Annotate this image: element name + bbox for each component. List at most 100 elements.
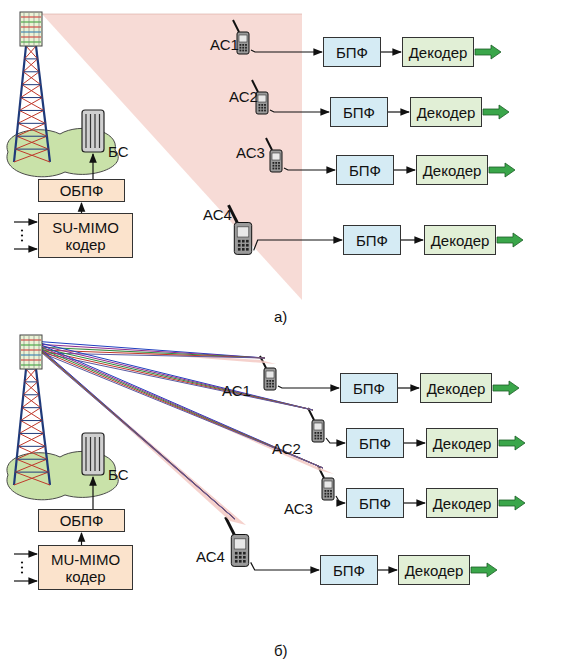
antenna-column — [29, 336, 30, 368]
connector-arrow — [394, 169, 415, 170]
antenna-column — [34, 13, 35, 45]
tower-rung — [17, 136, 47, 137]
ellipsis-dot — [21, 561, 23, 563]
box-text: SU-MIMO кодер — [39, 219, 132, 253]
terminal-label: АС2 — [272, 440, 301, 457]
tower-rung — [19, 110, 43, 111]
output-arrow — [475, 45, 501, 59]
encoder-box: MU-MIMO кодер — [38, 545, 133, 590]
decoder-box: Декодер — [426, 428, 498, 458]
output-arrow — [483, 105, 509, 119]
phone-antenna — [266, 138, 272, 150]
tower-brace — [17, 446, 46, 459]
terminal-label: АС3 — [236, 144, 265, 161]
signal-line — [278, 386, 339, 388]
decoder-box: Декодер — [426, 488, 498, 518]
ray — [37, 347, 313, 410]
tower-rung — [25, 58, 38, 59]
feed-line — [92, 154, 93, 179]
tower-rung — [15, 472, 48, 473]
box-text: Декодер — [433, 435, 492, 452]
tower-brace — [22, 72, 39, 85]
decoder-box: Декодер — [416, 155, 488, 185]
terminal-label: АС4 — [196, 548, 225, 565]
box-text: БПФ — [343, 104, 375, 121]
panel-caption: б) — [274, 642, 288, 659]
tower-brace — [19, 98, 42, 111]
box-text: Декодер — [423, 162, 482, 179]
cabinet-slot — [99, 437, 100, 471]
tower-rung — [18, 123, 45, 124]
terminal-label: АС4 — [203, 206, 232, 223]
output-arrow — [471, 563, 497, 577]
tower-brace — [21, 408, 41, 421]
box-text: Декодер — [427, 380, 486, 397]
ray — [32, 341, 323, 468]
tower-brace — [19, 421, 42, 434]
box-text: Декодер — [417, 104, 476, 121]
tower-rung — [19, 433, 43, 434]
ellipsis-dot — [21, 229, 23, 231]
ray — [37, 347, 323, 468]
ifft-box: ОБПФ — [38, 179, 125, 202]
ifft-box: ОБПФ — [38, 509, 125, 532]
signal-line — [284, 168, 335, 170]
decoder-box: Декодер — [402, 37, 474, 67]
input-line — [14, 248, 37, 249]
tower-brace — [14, 149, 48, 162]
panel-caption: а) — [274, 308, 287, 325]
tower-brace — [19, 433, 45, 446]
terminal-label: АС1 — [210, 36, 239, 53]
antenna-column — [24, 13, 25, 45]
tower-brace — [15, 459, 47, 472]
decoder-box: Декодер — [398, 555, 470, 585]
ellipsis-dot — [21, 571, 23, 573]
box-text: БПФ — [353, 380, 385, 397]
base-station-tower — [7, 12, 118, 177]
antenna-column — [34, 336, 35, 368]
tower-brace — [18, 123, 47, 136]
tower-brace — [22, 395, 39, 408]
tower-brace — [21, 421, 44, 434]
tower-brace — [25, 382, 39, 395]
tower-rung — [25, 381, 38, 382]
tower-brace — [25, 369, 36, 382]
connector-arrow — [398, 387, 419, 388]
phone-antenna — [233, 20, 239, 32]
beam-edge — [42, 14, 302, 15]
tower-rung — [22, 84, 41, 85]
tower-brace — [21, 85, 41, 98]
cabinet-slot — [94, 437, 95, 471]
terminal-label: АС2 — [229, 88, 258, 105]
fft-box: БПФ — [320, 555, 378, 585]
mobile-station — [229, 205, 252, 254]
tower-rung — [22, 407, 41, 408]
tower-rung — [21, 97, 43, 98]
mobile-station — [308, 408, 324, 442]
ellipsis-dot — [21, 234, 23, 236]
tower-brace — [18, 110, 44, 123]
tower-brace — [23, 59, 37, 72]
connector-arrow — [81, 533, 82, 545]
tower-rung — [18, 446, 45, 447]
signal-line — [336, 496, 345, 503]
cabinet-slot — [90, 437, 91, 471]
connector-arrow — [381, 51, 401, 52]
tower-brace — [18, 433, 44, 446]
cabinet-slot — [85, 114, 86, 148]
fft-box: БПФ — [346, 428, 404, 458]
tower-brace — [23, 72, 40, 85]
tower-brace — [21, 98, 44, 111]
tower-brace — [18, 446, 47, 459]
station-label: БС — [108, 143, 129, 160]
tower-brace — [22, 408, 42, 421]
signal-line — [270, 110, 329, 112]
fft-box: БПФ — [346, 488, 404, 518]
output-arrow — [499, 436, 525, 450]
fft-box: БПФ — [340, 373, 398, 403]
tower-rung — [23, 394, 39, 395]
tower-brace — [25, 46, 36, 59]
ellipsis-dot — [21, 566, 23, 568]
signal-line — [251, 562, 319, 570]
